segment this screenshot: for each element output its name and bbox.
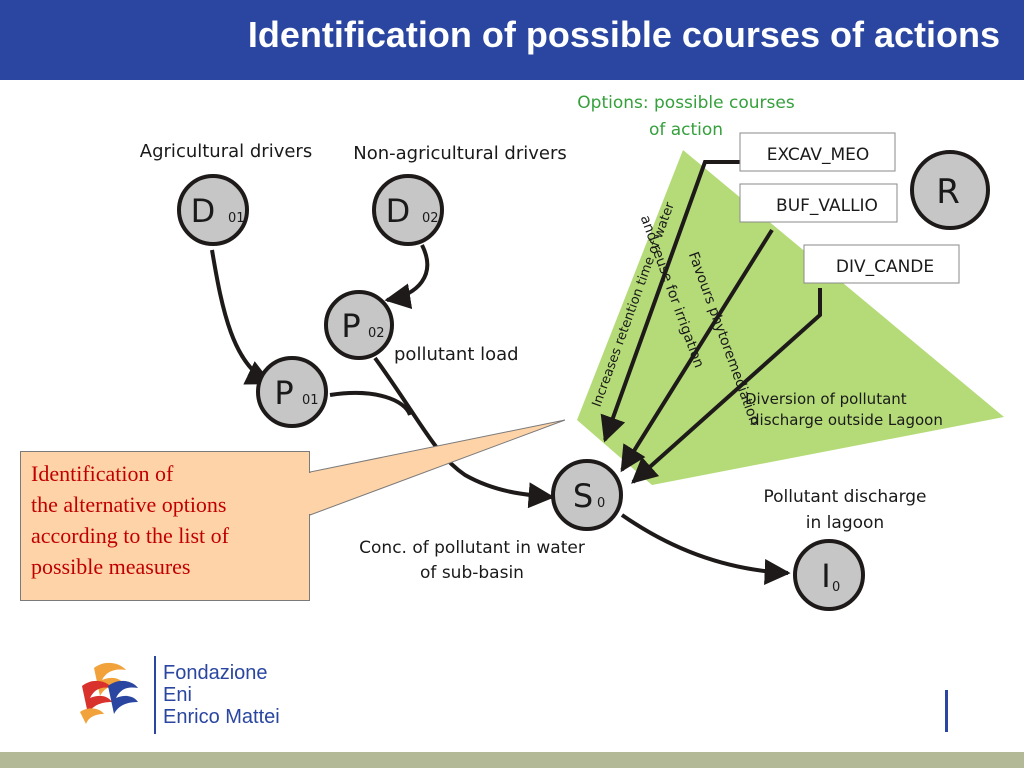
div-arrow [631, 288, 822, 484]
node-p01: P 01 [256, 356, 328, 428]
option-box-div [803, 244, 960, 284]
logo-line-1: Fondazione [163, 662, 268, 684]
label-agricultural-drivers: Agricultural drivers [140, 141, 312, 162]
svg-text:R: R [936, 172, 960, 212]
svg-text:I: I [821, 557, 830, 595]
option-box-excav [739, 132, 896, 172]
feem-logo-icon [80, 662, 138, 724]
arrow-s0-i0 [620, 513, 791, 585]
node-d02: D 02 [372, 174, 444, 246]
footer-bar [0, 752, 1024, 768]
svg-text:D: D [191, 192, 216, 230]
arrow-p01-s0 [329, 390, 412, 416]
node-i0: I 0 [793, 539, 865, 611]
footer-divider [945, 690, 948, 732]
svg-text:02: 02 [368, 326, 385, 341]
svg-text:0: 0 [597, 496, 605, 511]
svg-text:D: D [386, 192, 411, 230]
header-bar: Identification of possible courses of ac… [0, 0, 1024, 80]
callout-seam [308, 473, 311, 514]
option-box-buf [739, 183, 898, 223]
node-d01: D 01 [177, 174, 249, 246]
node-p02: P 02 [324, 290, 394, 360]
options-triangle [577, 150, 1004, 485]
label-discharge-line2: in lagoon [806, 513, 884, 533]
label-pollutant-load: pollutant load [394, 344, 519, 365]
option-label-excav: EXCAV_MEO [767, 145, 869, 165]
svg-text:0: 0 [832, 580, 840, 595]
arrow-p02-s0 [373, 356, 555, 509]
label-non-agricultural-drivers: Non-agricultural drivers [353, 143, 567, 164]
options-title-line2: of action [649, 120, 723, 140]
options-title-line1: Options: possible courses [577, 93, 795, 113]
option-label-buf: BUF_VALLIO [776, 196, 878, 216]
node-r: R [910, 150, 990, 230]
callout-line-1: Identification of [31, 461, 174, 486]
label-conc-line1: Conc. of pollutant in water [359, 538, 585, 558]
buf-arrow [620, 228, 774, 473]
arrow-d02-p02 [384, 244, 430, 310]
callout-line-3: according to the list of [31, 523, 229, 548]
svg-text:02: 02 [422, 211, 439, 226]
slide-title: Identification of possible courses of ac… [247, 14, 1000, 55]
option-label-div: DIV_CANDE [836, 257, 934, 277]
logo-line-2: Eni [163, 684, 192, 706]
callout-line-4: possible measures [31, 554, 191, 579]
svg-text:P: P [341, 307, 360, 345]
svg-text:P: P [274, 374, 293, 412]
logo-text: Fondazione Eni Enrico Mattei [163, 662, 280, 728]
svg-text:01: 01 [228, 211, 245, 226]
callout-line-2: the alternative options [31, 492, 227, 517]
svg-text:S: S [573, 477, 593, 515]
node-s0: S 0 [551, 459, 623, 531]
label-conc-line2: of sub-basin [420, 563, 524, 583]
logo-divider [154, 656, 156, 734]
callout-pointer [309, 419, 566, 516]
svg-text:01: 01 [302, 393, 319, 408]
excav-arrow [600, 160, 740, 443]
label-discharge-line1: Pollutant discharge [763, 487, 926, 507]
callout-box: Identification of the alternative option… [20, 451, 310, 601]
effect-diversion-line1: Diversion of pollutant [745, 390, 907, 408]
arrow-d01-p01 [210, 249, 273, 385]
logo-line-3: Enrico Mattei [163, 706, 280, 728]
effect-diversion-line2: discharge outside Lagoon [750, 411, 943, 429]
